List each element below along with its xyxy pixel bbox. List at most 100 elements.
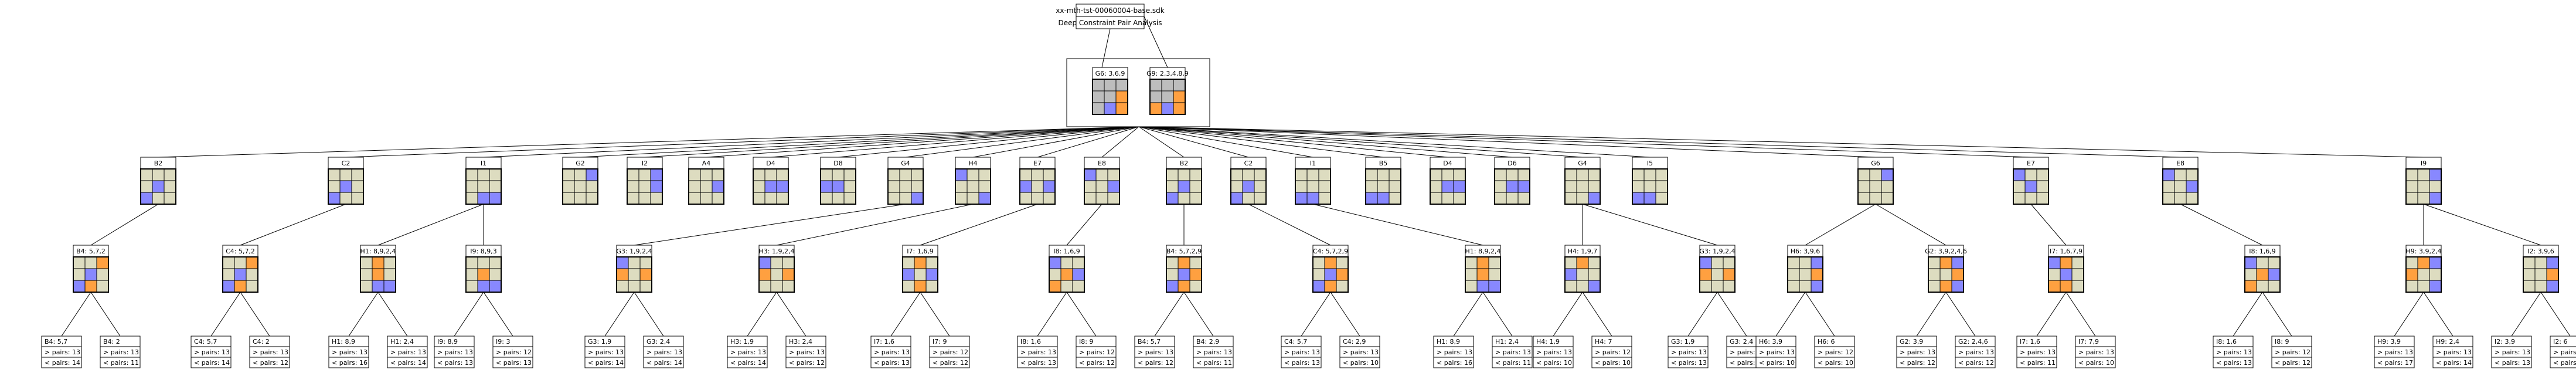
- pairs-greater: > pairs: 13: [874, 348, 910, 356]
- grid-cell: [1178, 280, 1190, 293]
- grid-cell: [1072, 256, 1085, 269]
- pairs-greater: > pairs: 13: [1138, 348, 1173, 356]
- leaf-label: H9: 2,4: [2436, 338, 2459, 345]
- edge-level1-level2: [1312, 204, 1483, 246]
- grid-cell: [1230, 180, 1243, 193]
- level2-node: H1: 8,9,2,4: [1465, 245, 1501, 293]
- grid-cell: [1095, 180, 1108, 193]
- grid-cell: [1588, 268, 1601, 281]
- grid-cell: [1488, 280, 1501, 293]
- grid-cell: [1517, 180, 1530, 193]
- leaf-label: H1: 2,4: [390, 338, 414, 345]
- grid-cell: [2244, 280, 2257, 293]
- grid-cell: [1576, 268, 1589, 281]
- level2-node: I9: 8,9,3: [465, 245, 502, 293]
- pairs-less: < pairs: 13: [437, 359, 473, 367]
- grid-cell: [627, 168, 639, 181]
- grid-cell: [1643, 180, 1656, 193]
- edge-level1-level2: [240, 204, 346, 246]
- pairs-less: < pairs: 13: [874, 359, 910, 367]
- node-label: D4: [1443, 160, 1452, 167]
- grid-cell: [1173, 90, 1186, 103]
- pairs-greater: > pairs: 13: [390, 348, 426, 356]
- pairs-greater: > pairs: 13: [2377, 348, 2413, 356]
- grid-cell: [758, 280, 771, 293]
- grid-cell: [339, 192, 352, 205]
- grid-cell: [489, 280, 502, 293]
- level1-node: E7: [2013, 157, 2049, 205]
- edge-level2-leaf: [1183, 292, 1214, 337]
- grid-cell: [2071, 280, 2084, 293]
- grid-cell: [1031, 168, 1044, 181]
- grid-cell: [1365, 180, 1378, 193]
- grid-cell: [246, 268, 258, 281]
- grid-cell: [2174, 168, 2187, 181]
- grid-cell: [1643, 168, 1656, 181]
- edge-level2-leaf: [1066, 292, 1097, 337]
- edge-level1-level2: [1248, 204, 1331, 246]
- grid-cell: [489, 192, 502, 205]
- grid-cell: [1306, 192, 1319, 205]
- grid-cell: [1166, 280, 1179, 293]
- edge-root-level1: [905, 126, 1139, 158]
- grid-cell: [1787, 280, 1800, 293]
- grid-cell: [639, 256, 652, 269]
- grid-cell: [2429, 268, 2442, 281]
- grid-cell: [832, 192, 845, 205]
- grid-cell: [753, 180, 765, 193]
- grid-cell: [1161, 102, 1174, 115]
- grid-cell: [1564, 256, 1577, 269]
- grid-cell: [911, 168, 924, 181]
- leaf-node: H1: 2,4> pairs: 13< pairs: 14: [387, 336, 428, 368]
- grid-cell: [2417, 180, 2430, 193]
- grid-cell: [1951, 256, 1964, 269]
- grid-cell: [700, 192, 713, 205]
- leaf-node: H1: 8,9> pairs: 13< pairs: 16: [1433, 336, 1474, 368]
- grid-cell: [1506, 192, 1519, 205]
- level1-node: I1: [1295, 157, 1331, 205]
- grid-cell: [1324, 268, 1337, 281]
- grid-cell: [1811, 280, 1823, 293]
- grid-cell: [925, 256, 938, 269]
- grid-cell: [1149, 102, 1162, 115]
- pairs-greater: > pairs: 13: [1536, 348, 1572, 356]
- grid-cell: [1189, 280, 1202, 293]
- grid-cell: [477, 180, 490, 193]
- grid-cell: [1189, 256, 1202, 269]
- pairs-less: < pairs: 13: [1284, 359, 1320, 367]
- grid-cell: [914, 280, 927, 293]
- grid-cell: [1312, 268, 1325, 281]
- grid-cell: [2186, 192, 2199, 205]
- grid-cell: [776, 192, 789, 205]
- grid-cell: [2013, 168, 2026, 181]
- leaf-label: G3: 2,4: [1730, 338, 1753, 345]
- grid-cell: [1072, 280, 1085, 293]
- edge-level2-leaf: [454, 292, 484, 337]
- grid-cell: [2546, 280, 2559, 293]
- grid-cell: [1149, 79, 1162, 92]
- grid-cell: [914, 256, 927, 269]
- grid-cell: [465, 168, 478, 181]
- grid-cell: [628, 280, 641, 293]
- leaf-label: H1: 2,4: [1495, 338, 1519, 345]
- grid-cell: [1107, 180, 1120, 193]
- leaf-node: G2: 2,4,6> pairs: 13< pairs: 12: [1955, 336, 1996, 368]
- leaf-node: B4: 2,9> pairs: 13< pairs: 11: [1193, 336, 1234, 368]
- grid-cell: [899, 168, 912, 181]
- edge-level2-leaf: [1453, 292, 1483, 337]
- level2-node: I8: 1,6,9: [1049, 245, 1085, 293]
- grid-cell: [2405, 180, 2418, 193]
- grid-cell: [222, 280, 235, 293]
- pairs-greater: > pairs: 13: [1284, 348, 1320, 356]
- grid-cell: [2174, 180, 2187, 193]
- level1-node: D4: [753, 157, 789, 205]
- leaf-label: H6: 3,9: [1759, 338, 1782, 345]
- grid-cell: [832, 168, 845, 181]
- edge-root-level1: [838, 126, 1139, 158]
- grid-cell: [234, 268, 247, 281]
- grid-cell: [1178, 268, 1190, 281]
- grid-cell: [2429, 192, 2442, 205]
- pairs-greater: > pairs: 13: [2078, 348, 2114, 356]
- pairs-less: < pairs: 17: [2377, 359, 2413, 367]
- edge-root-level1: [1138, 126, 1448, 158]
